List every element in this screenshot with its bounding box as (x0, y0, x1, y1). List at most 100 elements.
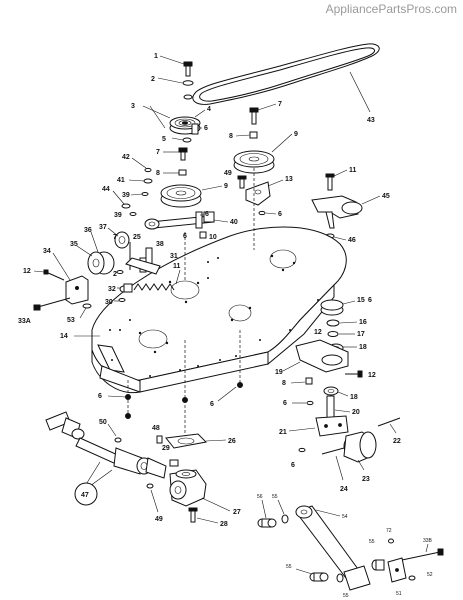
callout-13: 13 (285, 176, 293, 183)
nut-49b (146, 483, 154, 489)
callout-32: 32 (108, 286, 116, 293)
callout-14: 14 (60, 333, 68, 340)
rod-33b (401, 548, 444, 561)
callout-6a: 6 (204, 125, 208, 132)
callout-37: 37 (99, 224, 107, 231)
blade-bolt-15 (320, 299, 344, 316)
callout-40: 40 (230, 219, 238, 226)
callout-18b: 18 (350, 394, 358, 401)
bolt-7 (249, 107, 259, 125)
part-29 (169, 459, 179, 467)
washer-6f (298, 447, 306, 453)
callout-53: 53 (67, 317, 75, 324)
lever-plate (125, 257, 161, 275)
bolt-7b (178, 147, 188, 161)
callout-54: 54 (342, 514, 348, 520)
watermark-text: AppliancePartsPros.com (325, 2, 457, 16)
nut-52 (408, 575, 416, 581)
callout-25: 25 (133, 234, 141, 241)
callout-6b: 6 (205, 211, 209, 218)
callout-6h: 6 (210, 401, 214, 408)
spacer-8a (249, 131, 258, 139)
callout-19: 19 (275, 369, 283, 376)
bushing-56a (257, 518, 277, 528)
idler-bracket-45 (311, 195, 363, 229)
callout-2: 2 (151, 76, 155, 83)
spindle-housing-19 (295, 339, 349, 373)
callout-39a: 39 (122, 192, 130, 199)
callout-49: 49 (224, 170, 232, 177)
callout-6c: 6 (183, 233, 187, 240)
callout-11a: 11 (349, 167, 357, 174)
callout-55b: 55 (369, 539, 375, 545)
pulley-9a (233, 150, 275, 174)
callout-33b: 33B (423, 538, 433, 544)
bearing-18b (323, 386, 339, 396)
bolt-1 (183, 61, 193, 77)
callout-7a: 7 (278, 101, 282, 108)
washer-2 (182, 80, 194, 86)
callout-21: 21 (279, 429, 287, 436)
washer-6e (306, 400, 314, 406)
callout-12a: 12 (23, 268, 31, 275)
gearbox-27 (169, 469, 207, 507)
spacer-8b (178, 169, 187, 176)
callout-45: 45 (382, 193, 390, 200)
bolt-49 (237, 175, 247, 189)
callout-31: 31 (170, 253, 178, 260)
callout-4: 4 (207, 106, 211, 113)
bushing-8c (305, 377, 313, 385)
callout-5: 5 (162, 136, 166, 143)
bolt-33a (33, 297, 71, 311)
part-44 (121, 203, 131, 209)
callout-9b: 9 (224, 183, 228, 190)
callout-55d: 55 (343, 593, 349, 599)
callout-7b: 7 (156, 149, 160, 156)
pin-12a (43, 269, 65, 281)
callout-8a: 8 (229, 133, 233, 140)
part-39b (129, 212, 137, 216)
bolt-28 (188, 507, 198, 523)
washer-16 (326, 319, 340, 327)
callout-36: 36 (84, 227, 92, 234)
gauge-wheel-23 (343, 431, 377, 463)
pulley-9b (160, 184, 202, 208)
callout-30: 30 (105, 299, 113, 306)
washer-2b2 (116, 270, 124, 274)
bushing-55d (336, 573, 344, 583)
callout-6g: 6 (98, 393, 102, 400)
washer-30 (118, 298, 126, 302)
callout-28: 28 (220, 521, 228, 528)
callout-6i: 6 (368, 297, 372, 304)
part-42 (144, 167, 152, 173)
bushing-6a (191, 123, 199, 135)
spring-31 (133, 283, 175, 291)
callout-41: 41 (117, 177, 125, 184)
callout-17: 17 (357, 331, 365, 338)
callout-20: 20 (352, 409, 360, 416)
callout-1: 1 (154, 53, 158, 60)
callout-35: 35 (70, 241, 78, 248)
callout-38: 38 (156, 241, 164, 248)
callout-47: 47 (81, 492, 89, 499)
callout-48: 48 (152, 425, 160, 432)
drive-belt (192, 43, 380, 105)
callout-27: 27 (233, 509, 241, 516)
washer-2b (183, 94, 193, 100)
callout-56: 56 (257, 494, 263, 500)
callout-12c: 12 (368, 372, 376, 379)
callout-50: 50 (99, 419, 107, 426)
bushing-55a (281, 514, 289, 524)
callout-10: 10 (209, 234, 217, 241)
spacer-5 (182, 137, 192, 143)
callout-47-circle (74, 482, 98, 506)
callout-52: 52 (427, 572, 433, 578)
bushing-10 (199, 231, 207, 239)
bracket-51 (387, 557, 407, 583)
part-41 (143, 178, 153, 184)
callout-26: 26 (228, 438, 236, 445)
part-50 (114, 437, 122, 443)
callout-29: 29 (162, 445, 170, 452)
callout-46: 46 (348, 237, 356, 244)
lift-arm-54 (295, 505, 371, 591)
